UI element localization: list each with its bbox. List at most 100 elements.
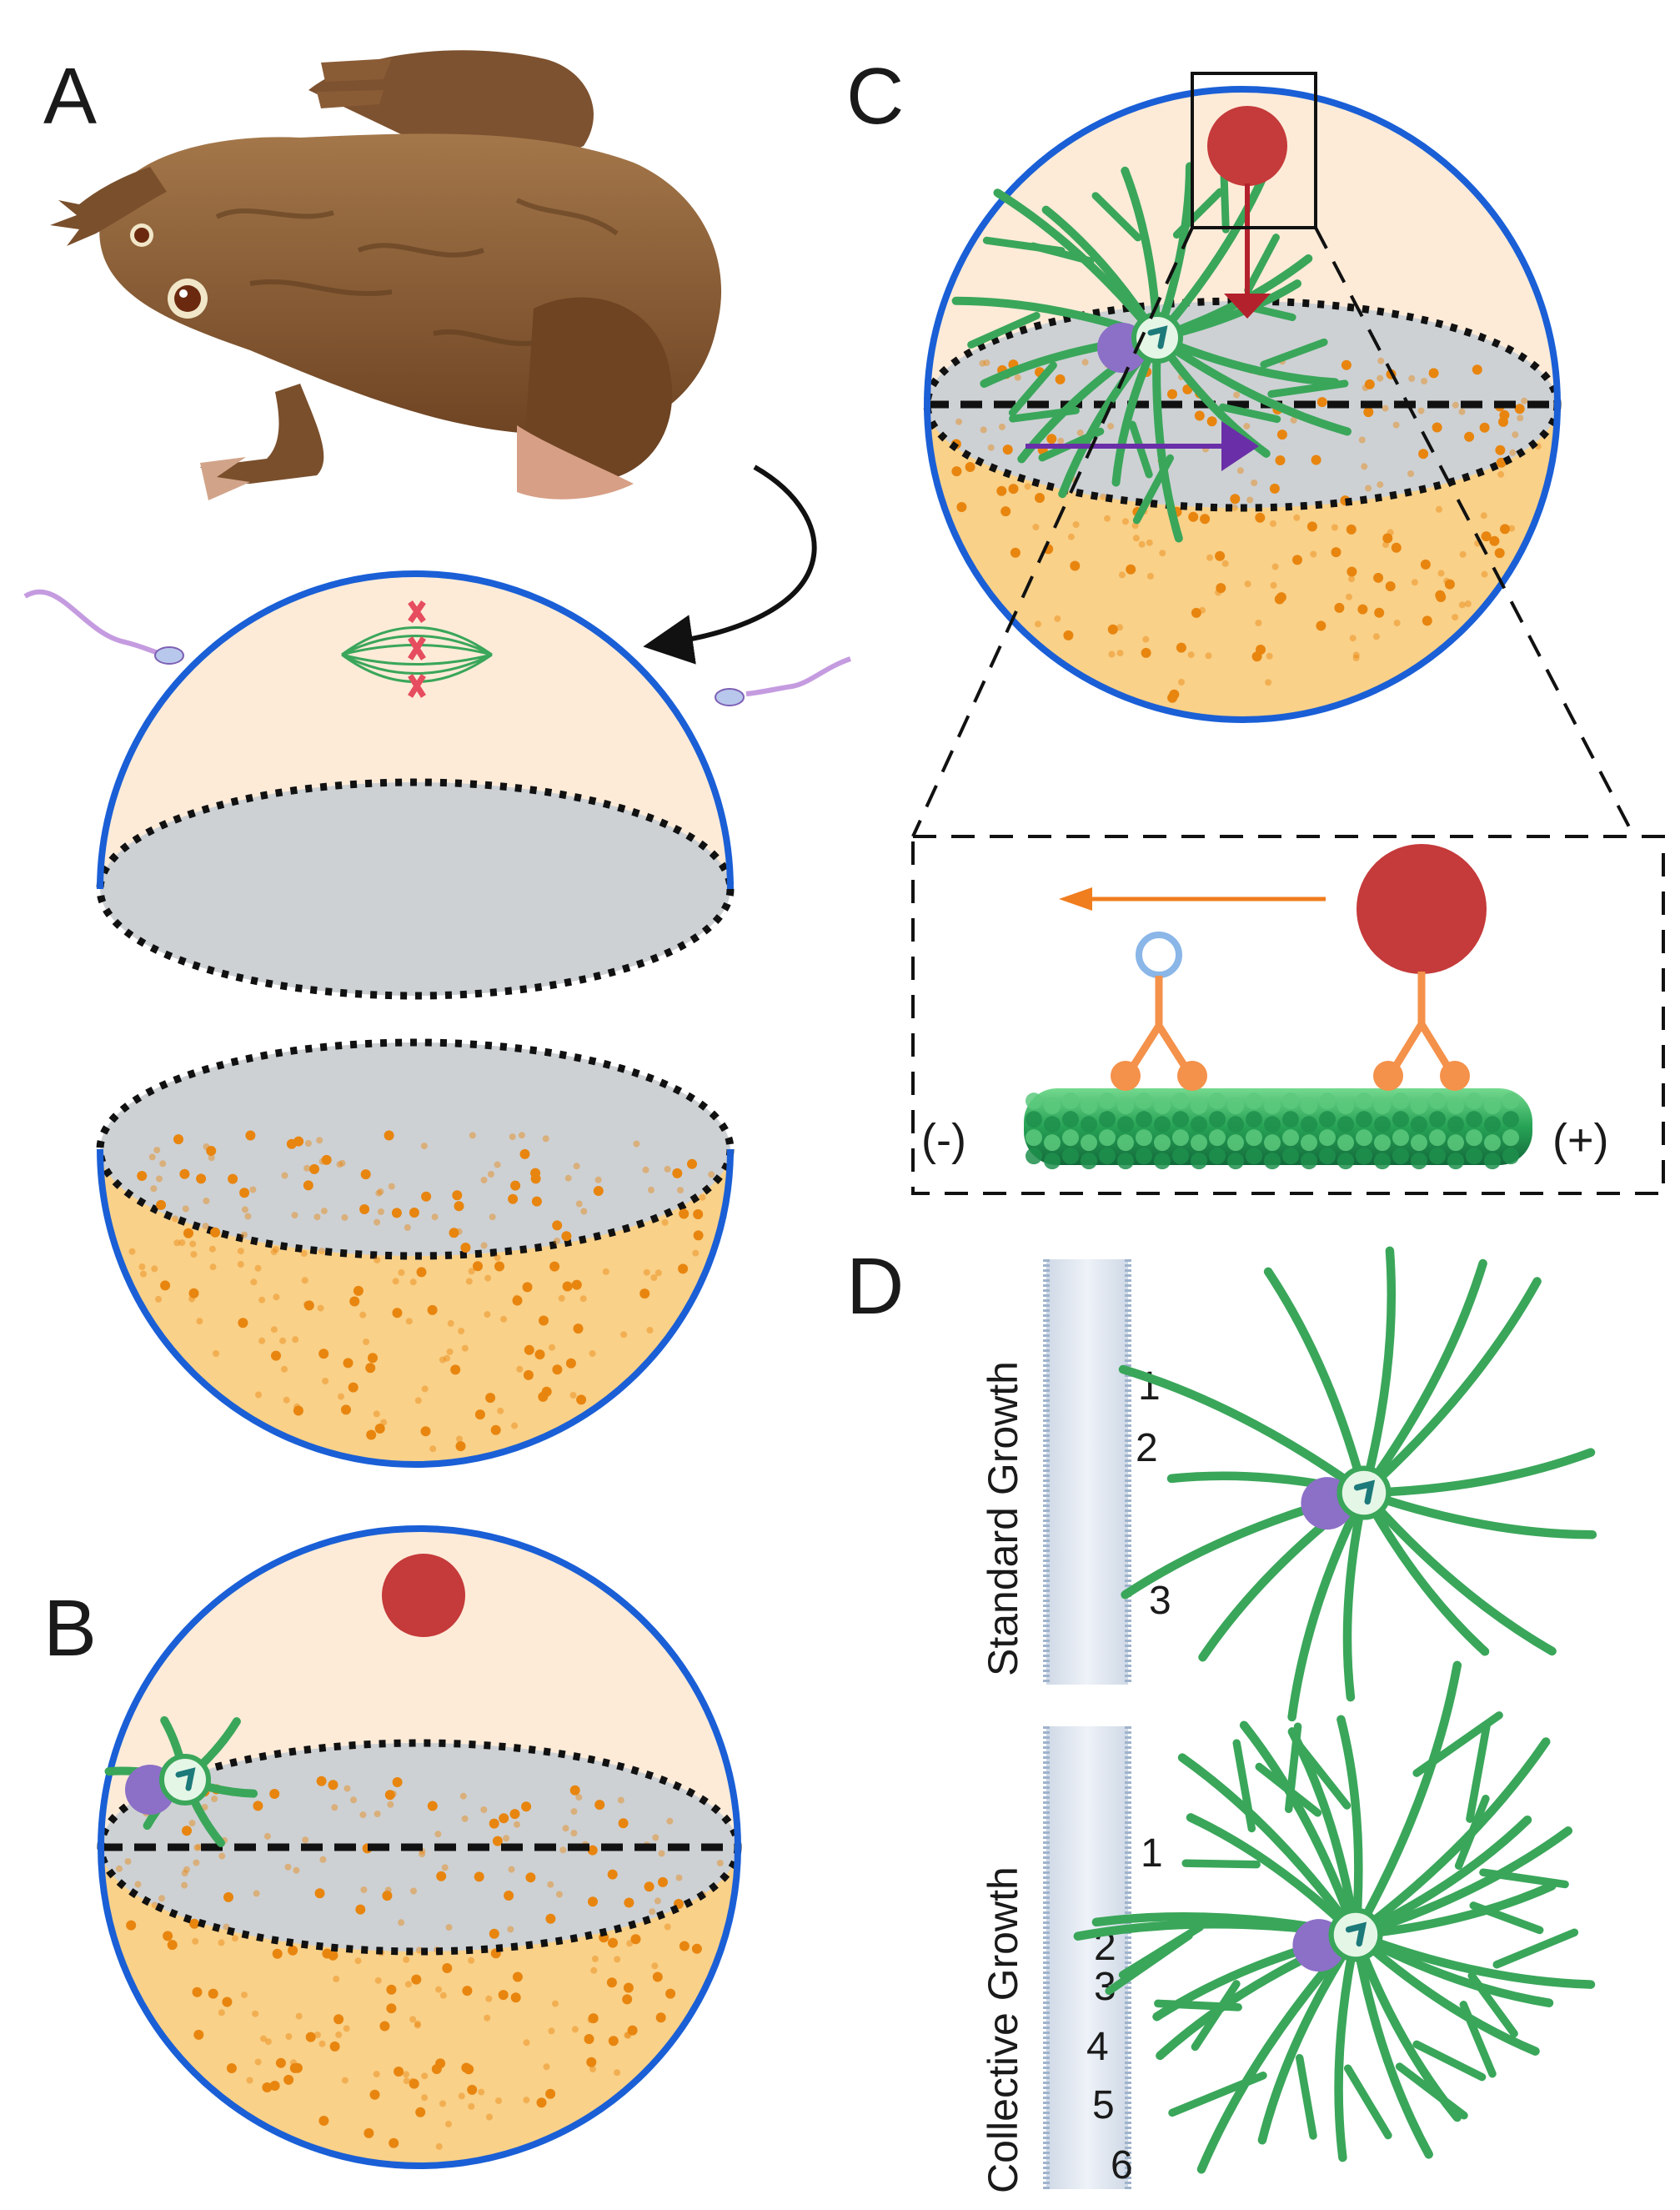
yolk-granule <box>302 1836 309 1844</box>
yolk-granule <box>618 1818 629 1829</box>
yolk-granule <box>427 1801 438 1811</box>
yolk-granule <box>288 1945 298 1956</box>
yolk-granule <box>384 1790 395 1801</box>
yolk-granule <box>461 2062 472 2073</box>
yolk-granule <box>1472 364 1482 375</box>
yolk-granule <box>484 2014 491 2022</box>
yolk-granule <box>173 1239 181 1247</box>
yolk-granule <box>549 1261 560 1272</box>
yolk-granule <box>333 2014 344 2025</box>
yolk-granule <box>654 1269 662 1277</box>
yolk-granule <box>1517 414 1524 422</box>
yolk-granule <box>548 2027 555 2035</box>
yolk-granule <box>1032 524 1040 530</box>
yolk-granule <box>458 2092 465 2100</box>
yolk-granule <box>201 1804 208 1811</box>
yolk-granule <box>522 1282 533 1293</box>
yolk-granule <box>1009 486 1016 494</box>
yolk-granule <box>500 1315 508 1323</box>
collective-label-5: 5 <box>1092 2083 1115 2127</box>
yolk-granule <box>979 359 986 367</box>
yolk-granule <box>1205 652 1212 660</box>
yolk-granule <box>552 1364 563 1375</box>
yolk-granule <box>151 1265 158 1273</box>
yolk-granule <box>293 1405 303 1416</box>
yolk-granule <box>661 1218 669 1226</box>
yolk-granule <box>494 1254 501 1262</box>
yolk-granule <box>206 1146 217 1156</box>
yolk-granule <box>1246 496 1254 504</box>
yolk-granule <box>405 1318 413 1325</box>
yolk-granule <box>497 1407 504 1414</box>
yolk-granule <box>380 1419 388 1426</box>
yolk-granule <box>1236 467 1244 475</box>
yolk-granule <box>602 1268 609 1275</box>
yolk-granule <box>608 1937 618 1948</box>
yolk-granule <box>523 1369 534 1380</box>
yolk-granule <box>377 1208 384 1215</box>
yolk-granule <box>460 1243 471 1253</box>
yolk-granule <box>462 1986 473 1997</box>
yolk-granule <box>486 2113 493 2121</box>
yolk-granule <box>414 2020 421 2027</box>
yolk-granule <box>271 1350 281 1361</box>
yolk-granule <box>1452 401 1459 409</box>
yolk-granule <box>1276 592 1286 603</box>
yolk-granule <box>492 1836 503 1846</box>
yolk-granule <box>269 1789 280 1799</box>
yolk-granule <box>1436 592 1447 602</box>
yolk-granule <box>980 426 987 434</box>
yolk-granule <box>1126 564 1136 575</box>
yolk-granule <box>404 1223 411 1231</box>
yolk-granule <box>1458 408 1466 415</box>
collective-label-4: 4 <box>1086 2025 1109 2069</box>
yolk-granule <box>549 1344 555 1351</box>
yolk-granule <box>411 1974 422 1985</box>
yolk-granule <box>507 1926 514 1933</box>
yolk-granule <box>716 1860 724 1866</box>
yolk-granule <box>253 1801 263 1811</box>
yolk-granule <box>480 1177 488 1183</box>
yolk-granule <box>181 1881 188 1889</box>
yolk-granule <box>594 1800 605 1811</box>
yolk-granule <box>547 1881 554 1888</box>
yolk-granule <box>1452 614 1459 621</box>
yolk-granule <box>447 1319 454 1327</box>
microtubule-icon <box>1024 1088 1532 1170</box>
yolk-granule <box>591 1955 599 1962</box>
yolk-granule <box>245 1130 256 1141</box>
yolk-granule <box>679 1941 690 1951</box>
yolk-granule <box>1270 520 1276 527</box>
yolk-granule <box>193 1859 200 1866</box>
yolk-granule <box>692 1249 700 1257</box>
yolk-granule <box>409 2078 419 2089</box>
standard-growth-label: Standard Growth <box>980 1361 1026 1676</box>
yolk-granule <box>1334 602 1345 613</box>
yolk-granule <box>1392 421 1400 429</box>
yolk-granule <box>163 1931 173 1941</box>
meiotic-spindle-icon <box>341 600 493 698</box>
yolk-granule <box>439 1992 447 1999</box>
yolk-granule <box>678 1263 689 1274</box>
yolk-granule <box>373 2071 380 2078</box>
yolk-granule <box>343 1358 354 1369</box>
yolk-granule <box>293 1866 300 1874</box>
yolk-granule <box>1269 483 1280 494</box>
yolk-granule <box>322 1378 329 1384</box>
yolk-granule <box>624 2032 631 2039</box>
yolk-granule <box>630 1934 641 1945</box>
yolk-granule <box>1346 524 1357 535</box>
yolk-granule <box>652 1834 659 1841</box>
yolk-granule <box>1437 570 1445 577</box>
yolk-granule <box>304 1140 312 1147</box>
yolk-granule <box>1100 493 1107 500</box>
yolk-granule <box>374 1424 385 1434</box>
yolk-granule <box>218 2009 225 2017</box>
yolk-granule <box>1310 550 1317 558</box>
panel-label-a: A <box>43 52 97 141</box>
yolk-granule <box>465 1278 473 1285</box>
yolk-granule <box>1076 429 1084 436</box>
yolk-granule <box>1024 483 1031 490</box>
yolk-granule <box>421 2094 429 2102</box>
yolk-granule <box>1002 445 1013 455</box>
